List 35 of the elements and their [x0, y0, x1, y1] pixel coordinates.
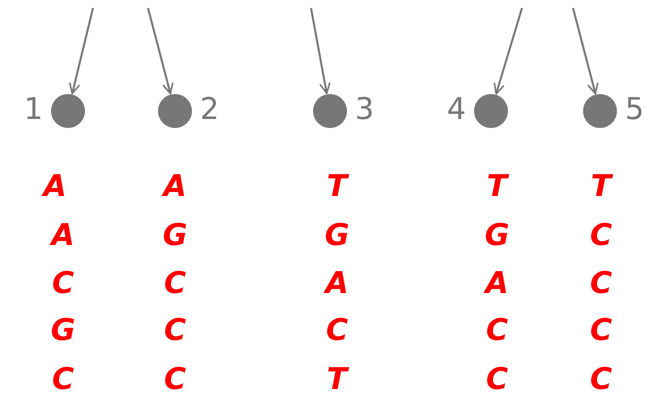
base-letter: G [50, 316, 76, 346]
base-letter: A [163, 172, 187, 202]
base-letter: T [326, 172, 348, 202]
node-number: 2 [200, 95, 220, 125]
base-letter: T [326, 365, 348, 395]
base-letter: T [590, 172, 612, 202]
base-letter: G [484, 221, 510, 251]
base-letter: C [486, 365, 508, 395]
base-letter: C [52, 269, 74, 299]
base-letter: C [590, 269, 612, 299]
node-number: 3 [355, 95, 374, 125]
base-letter: C [164, 269, 186, 299]
base-letter: A [485, 269, 509, 299]
base-letter: C [486, 316, 508, 346]
arrow [493, 8, 523, 95]
base-letter: T [486, 172, 508, 202]
arrow [310, 8, 331, 94]
arrow [68, 8, 94, 94]
base-letter: C [164, 365, 186, 395]
base-letter: A [43, 172, 67, 202]
arrow [572, 8, 599, 94]
base-letter: C [164, 316, 186, 346]
base-letter: A [51, 221, 75, 251]
base-letter: G [324, 221, 350, 251]
base-letter: C [52, 365, 74, 395]
arrow [147, 8, 174, 94]
base-letter: G [162, 221, 188, 251]
base-letter: C [590, 316, 612, 346]
node-number: 4 [446, 95, 466, 125]
base-letter: C [326, 316, 348, 346]
base-letter: C [590, 221, 612, 251]
base-letter: C [590, 365, 612, 395]
node-number: 5 [625, 95, 644, 125]
base-letter: A [325, 269, 349, 299]
node-number: 1 [24, 95, 43, 125]
